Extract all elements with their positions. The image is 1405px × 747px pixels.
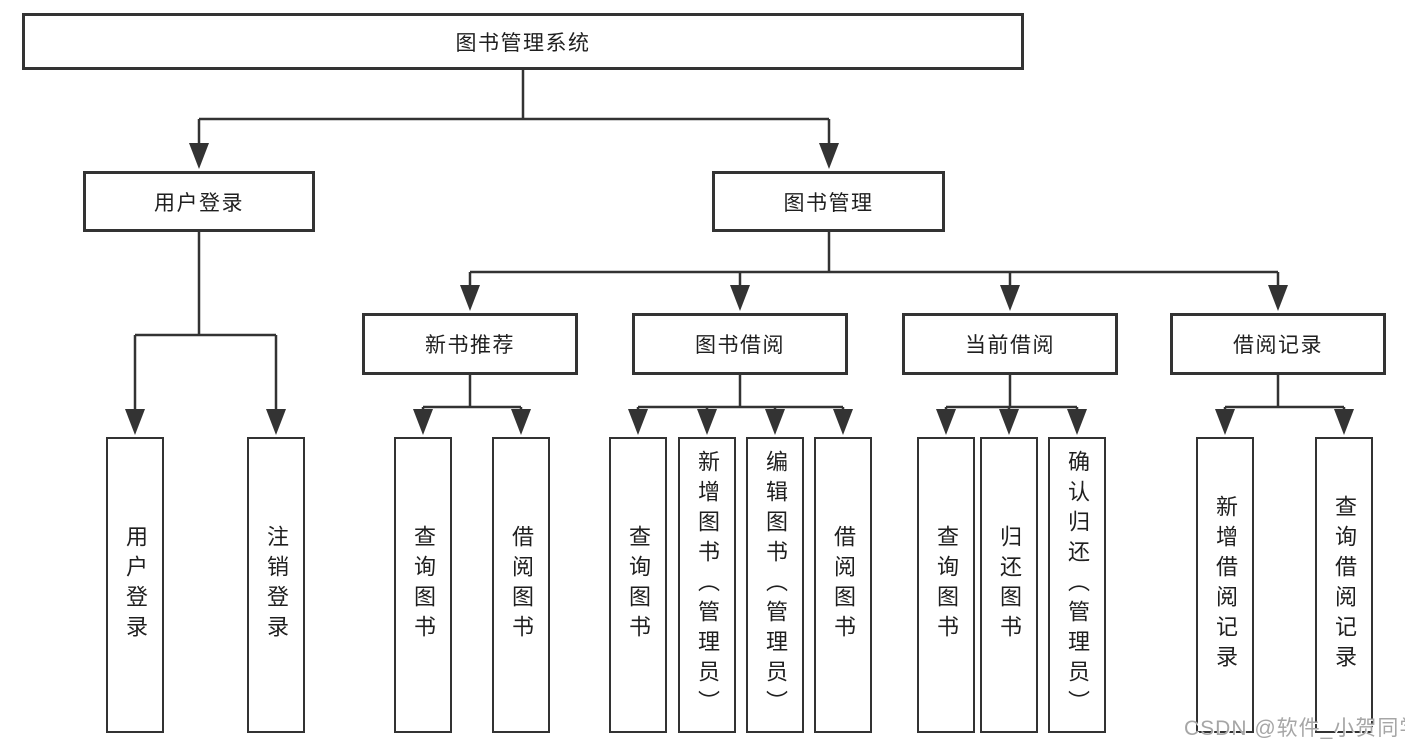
connector-borrowing-records-to-children [1223, 375, 1346, 414]
connector-user-login-to-children [133, 232, 278, 414]
node-label: 用户登录 [154, 191, 244, 215]
csdn-watermark: CSDN @软件_小贺同学 [1184, 717, 1405, 740]
node-label: 图书管理系统 [455, 31, 591, 55]
node-label: 新增借阅记录 [1213, 495, 1238, 675]
node-return-books: 归还图书 [980, 437, 1038, 733]
node-add-books-admin: 新增图书（管理员） [678, 437, 736, 733]
node-label: 查询图书 [411, 525, 436, 645]
node-book-borrowing: 图书借阅 [632, 313, 848, 375]
node-query-books-borrowing: 查询图书 [609, 437, 667, 733]
connector-book-management-to-children [468, 232, 1280, 290]
node-label: 用户登录 [123, 525, 148, 645]
node-confirm-return-admin: 确认归还（管理员） [1048, 437, 1106, 733]
node-label: 图书借阅 [695, 334, 785, 357]
node-query-books-current: 查询图书 [917, 437, 975, 733]
node-label: 当前借阅 [965, 334, 1055, 357]
node-label: 查询图书 [626, 525, 651, 645]
node-new-book-recommendation: 新书推荐 [362, 313, 578, 375]
arrowheads [125, 143, 1354, 435]
connector-book-borrowing-to-children [636, 375, 845, 414]
node-label: 注销登录 [264, 525, 289, 645]
node-label: 借阅记录 [1233, 334, 1323, 357]
node-user-login: 用户登录 [83, 171, 315, 232]
node-add-borrow-record: 新增借阅记录 [1196, 437, 1254, 733]
node-query-borrow-record: 查询借阅记录 [1315, 437, 1373, 733]
node-book-management: 图书管理 [712, 171, 945, 232]
node-user-login-leaf: 用户登录 [106, 437, 164, 733]
node-label: 编辑图书（管理员） [763, 450, 788, 720]
node-library-management-system: 图书管理系统 [22, 13, 1024, 70]
node-label: 借阅图书 [831, 525, 856, 645]
node-edit-books-admin: 编辑图书（管理员） [746, 437, 804, 733]
node-label: 借阅图书 [509, 525, 534, 645]
node-label: 归还图书 [997, 525, 1022, 645]
node-current-borrowing: 当前借阅 [902, 313, 1118, 375]
node-borrow-books: 借阅图书 [814, 437, 872, 733]
node-borrowing-records: 借阅记录 [1170, 313, 1386, 375]
node-logout: 注销登录 [247, 437, 305, 733]
node-label: 图书管理 [783, 191, 874, 215]
node-query-books-recommend: 查询图书 [394, 437, 452, 733]
node-label: 新书推荐 [425, 334, 515, 357]
node-label: 新增图书（管理员） [695, 450, 720, 720]
node-borrow-books-recommend: 借阅图书 [492, 437, 550, 733]
node-label: 查询借阅记录 [1332, 495, 1357, 675]
connector-current-borrowing-to-children [944, 375, 1079, 414]
connector-root-to-level1 [197, 70, 831, 148]
node-label: 查询图书 [934, 525, 959, 645]
node-label: 确认归还（管理员） [1065, 450, 1090, 720]
connector-new-book-recommendation-to-children [421, 375, 523, 414]
